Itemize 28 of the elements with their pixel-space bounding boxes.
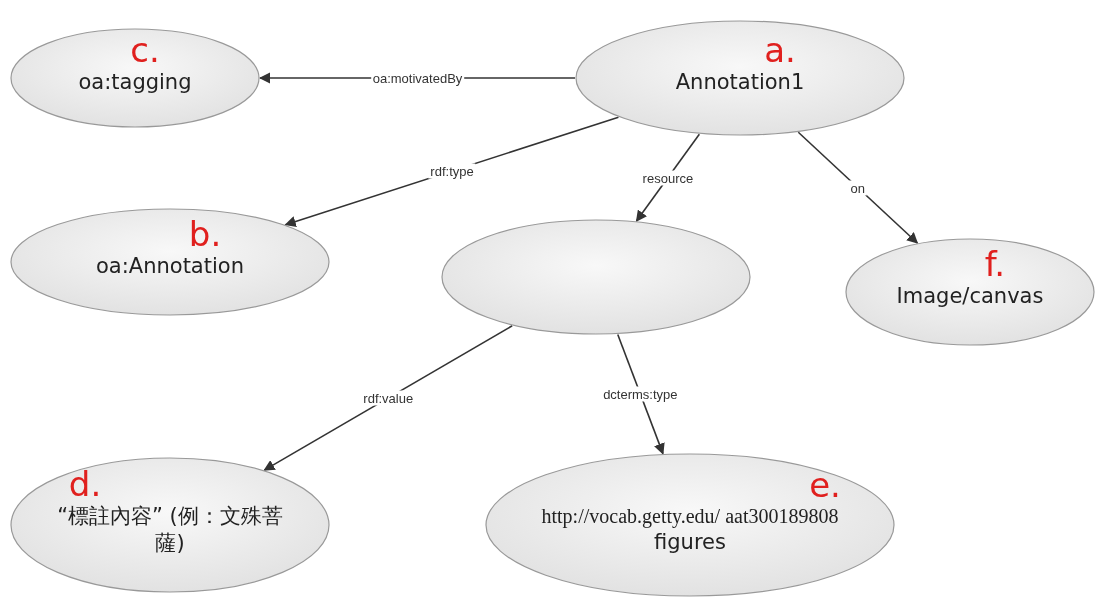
ellipse-node: [441, 219, 751, 335]
letter-marker: b.: [188, 217, 222, 252]
node-label: figures: [654, 528, 726, 556]
node-label: http://vocab.getty.edu/ aat300189808: [541, 503, 839, 529]
edge-label: dcterms:type: [601, 386, 680, 402]
ellipse-node: [10, 457, 330, 593]
letter-marker: a.: [764, 33, 796, 68]
letter-marker: c.: [130, 33, 160, 68]
arrow: [263, 325, 513, 471]
node-label: Annotation1: [675, 69, 805, 97]
ellipse-node: [10, 208, 330, 316]
edge-label: on: [848, 180, 868, 196]
arrow: [797, 131, 919, 244]
edge-label: rdf:value: [361, 390, 416, 406]
edge-label: resource: [640, 170, 696, 186]
letter-marker: e.: [809, 467, 841, 502]
edge-label: rdf:type: [428, 163, 476, 179]
node-label: oa:Annotation: [96, 253, 244, 281]
arrow: [616, 333, 665, 455]
ellipse-node: [575, 20, 905, 136]
ellipse-node: [485, 453, 895, 597]
letter-marker: f.: [984, 247, 1006, 282]
letter-marker: d.: [68, 466, 102, 501]
ellipse-node: [845, 238, 1095, 346]
node-label: “標註內容” (例：文殊菩薩): [56, 502, 284, 557]
node-label: oa:tagging: [78, 69, 192, 97]
ellipse-node: [10, 28, 260, 128]
node-label: Image/canvas: [896, 283, 1044, 311]
